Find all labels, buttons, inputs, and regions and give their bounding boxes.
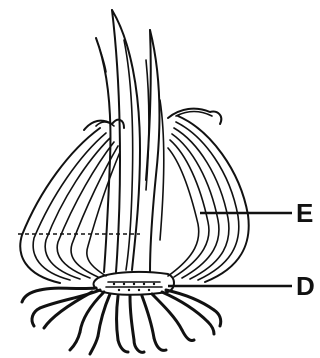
- scale-leaves-right: [168, 109, 249, 282]
- label-e-group: E: [200, 198, 313, 228]
- label-d: D: [296, 271, 315, 301]
- roots: [22, 288, 221, 354]
- label-e: E: [296, 198, 313, 228]
